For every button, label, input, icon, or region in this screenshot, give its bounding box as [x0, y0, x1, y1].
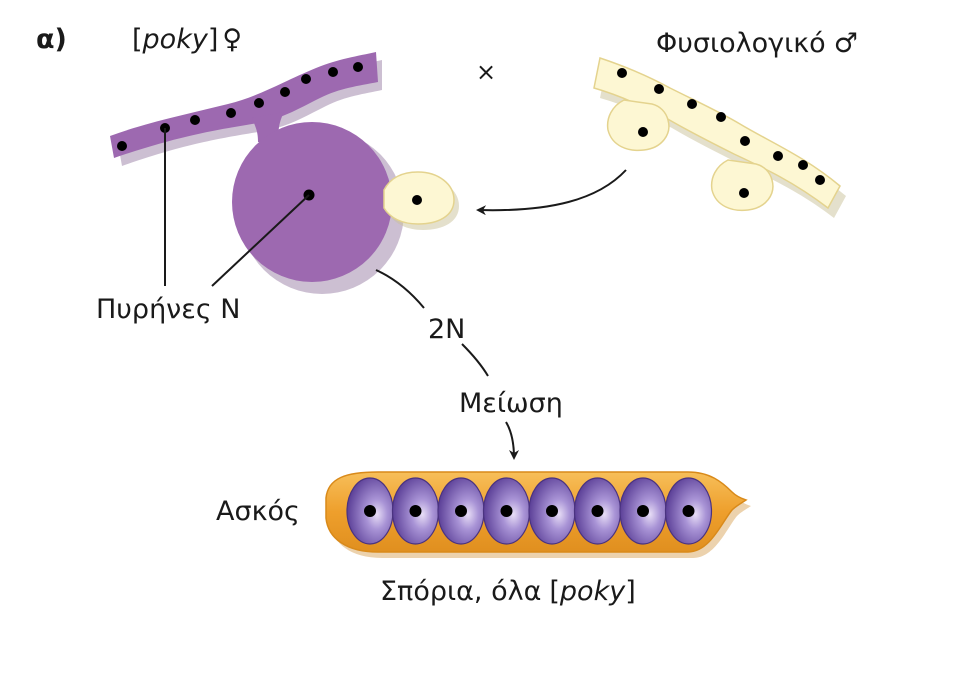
female-label: [poky]♀ — [132, 24, 242, 55]
male-conidium-lower — [710, 159, 774, 212]
female-bracket-close: ] — [208, 24, 219, 55]
male-label: Φυσιολογικό ♂ — [656, 28, 858, 59]
ascospore — [619, 477, 667, 545]
female-hypha-body — [110, 52, 378, 158]
female-strain: poky — [142, 24, 209, 55]
fertilization-arrow — [476, 169, 627, 216]
ascospore-nucleus — [409, 505, 422, 517]
ascospore — [482, 477, 531, 545]
spores-label-text: Σπόρια, όλα — [380, 576, 541, 607]
spores-strain: poky — [559, 576, 626, 607]
nucleus-dot — [815, 175, 825, 185]
nucleus-dot — [117, 141, 127, 151]
female-hypha — [110, 52, 382, 166]
nucleus-dot — [798, 160, 808, 170]
meiosis-label: Μείωση — [459, 388, 563, 419]
ascus-label: Ασκός — [216, 496, 300, 527]
male-nuclei — [617, 68, 825, 198]
ascospore — [346, 477, 394, 545]
spores-bracket-open: [ — [549, 576, 560, 607]
male-conidium-upper — [606, 99, 670, 152]
male-hypha — [593, 57, 846, 218]
ascospore — [391, 477, 440, 545]
nucleus-dot — [254, 98, 264, 108]
ascospore-nucleus — [546, 505, 558, 517]
nucleus-dot — [638, 127, 648, 137]
ascospore-nucleus — [500, 505, 513, 517]
protoperithecium — [232, 122, 404, 294]
nucleus-dot — [716, 112, 726, 122]
nuclei-label: Πυρήνες Ν — [96, 294, 240, 325]
nucleus-dot — [773, 151, 783, 161]
ascospore — [664, 477, 713, 545]
ascospore — [573, 477, 622, 545]
ascospore — [528, 477, 576, 545]
female-sign-icon: ♀ — [222, 24, 242, 55]
fertilizing-conidium — [383, 171, 459, 230]
ascospore-nucleus — [455, 505, 467, 517]
diploid-connector — [375, 269, 425, 309]
ascospore-nucleus — [637, 505, 649, 517]
nucleus-dot — [617, 68, 627, 78]
spores-bracket-close: ] — [625, 576, 636, 607]
ascospore-nucleus — [364, 505, 376, 517]
nucleus-dot — [740, 136, 750, 146]
meiosis-arrow — [505, 421, 519, 460]
male-label-text: Φυσιολογικό — [656, 28, 826, 59]
nucleus-dot — [328, 67, 338, 77]
nuclei-leader-line — [211, 194, 310, 287]
nucleus-dot — [353, 62, 363, 72]
nucleus-dot — [226, 108, 236, 118]
nucleus-dot — [301, 74, 311, 84]
spores-label: Σπόρια, όλα [poky] — [380, 576, 636, 607]
nucleus-dot — [280, 87, 290, 97]
nucleus-dot — [687, 99, 697, 109]
ascospore-nucleus — [682, 505, 695, 517]
female-nuclei — [117, 62, 363, 151]
nucleus-dot — [739, 188, 749, 198]
ascospore — [437, 477, 485, 545]
ascospores — [346, 477, 713, 545]
diploid-label: 2Ν — [428, 314, 465, 345]
panel-label: α) — [36, 24, 67, 55]
protoperithecium-body — [232, 122, 392, 282]
cross-symbol: × — [476, 58, 496, 86]
nucleus-dot — [190, 115, 200, 125]
nucleus-dot — [654, 84, 664, 94]
ascospore-nucleus — [591, 505, 604, 517]
male-sign-icon: ♂ — [834, 28, 858, 59]
meiosis-connector — [461, 343, 489, 377]
conidium-nucleus — [412, 195, 422, 205]
female-bracket-open: [ — [132, 24, 143, 55]
